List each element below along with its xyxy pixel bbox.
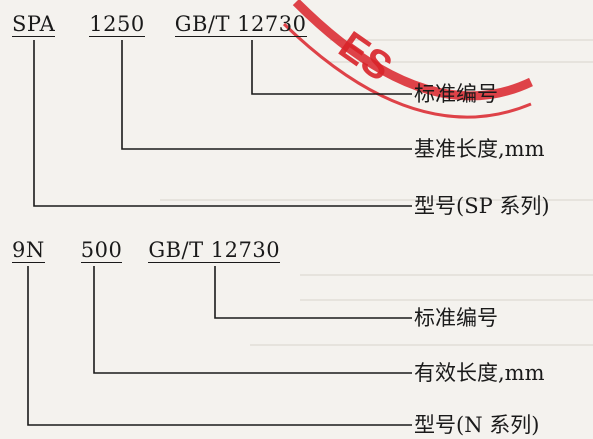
line-n-length (93, 266, 412, 374)
n-length-code: 500 (80, 238, 123, 263)
line-sp-length (121, 40, 412, 150)
line-sp-standard (251, 40, 412, 95)
sp-model-code: SPA (12, 12, 56, 37)
sp-label-length: 基准长度,mm (414, 137, 545, 161)
sp-length-code: 1250 (89, 12, 145, 37)
n-designation: 9N 500 GB/T 12730 (12, 238, 281, 263)
n-label-length: 有效长度,mm (414, 361, 545, 385)
n-label-standard: 标准编号 (414, 306, 498, 330)
line-n-standard (214, 266, 412, 319)
sp-standard-code: GB/T 12730 (174, 12, 307, 37)
line-n-model (27, 266, 412, 426)
sp-label-model: 型号(SP 系列) (414, 194, 550, 218)
n-model-code: 9N (12, 238, 45, 263)
sp-designation: SPA 1250 GB/T 12730 (12, 12, 307, 37)
line-sp-model (33, 40, 412, 207)
sp-label-standard: 标准编号 (414, 82, 498, 106)
n-label-model: 型号(N 系列) (414, 413, 540, 437)
n-standard-code: GB/T 12730 (148, 238, 281, 263)
